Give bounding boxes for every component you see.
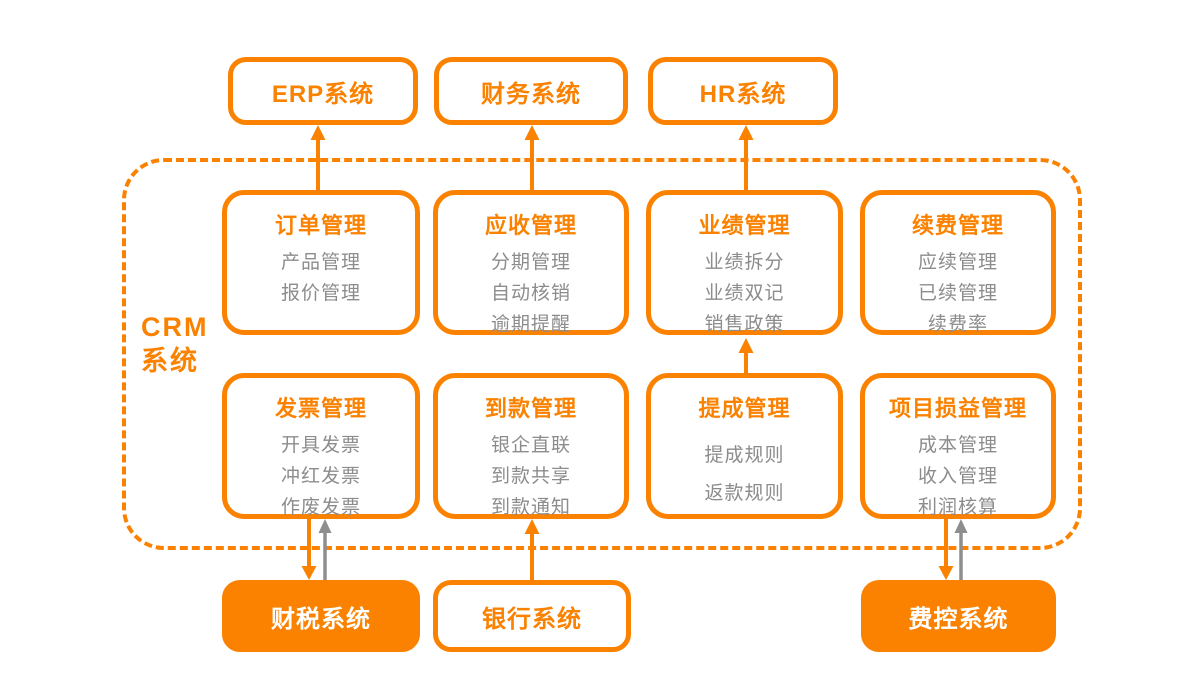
module-item: 自动核销	[490, 283, 571, 304]
module-title: 订单管理	[274, 213, 367, 238]
expense-control-system-label: 费控系统	[908, 605, 1009, 633]
erp-system-label: ERP系统	[271, 80, 375, 108]
module-item: 银企直联	[490, 435, 571, 456]
module-item: 应续管理	[917, 252, 998, 273]
module-title: 发票管理	[274, 396, 367, 421]
module-item: 分期管理	[490, 252, 571, 273]
module-invoice-management: 发票管理 开具发票 冲红发票 作废发票	[222, 373, 420, 519]
module-title: 业绩管理	[698, 213, 791, 238]
module-order-management: 订单管理 产品管理 报价管理	[222, 190, 420, 335]
module-performance-management: 业绩管理 业绩拆分 业绩双记 销售政策	[646, 190, 843, 335]
module-item: 利润核算	[917, 497, 998, 518]
erp-system-box: ERP系统	[228, 57, 418, 125]
module-item: 逾期提醒	[490, 314, 571, 335]
module-receivable-management: 应收管理 分期管理 自动核销 逾期提醒	[433, 190, 629, 335]
finance-system-label: 财务系统	[481, 80, 581, 108]
module-item: 返款规则	[704, 483, 785, 504]
module-item: 提成规则	[704, 445, 785, 466]
module-title: 提成管理	[698, 396, 791, 421]
bank-system-box: 银行系统	[433, 580, 631, 652]
module-item: 业绩拆分	[704, 252, 785, 273]
module-title: 到款管理	[484, 396, 577, 421]
module-item: 产品管理	[280, 252, 361, 273]
module-commission-management: 提成管理 提成规则 返款规则	[646, 373, 843, 519]
tax-system-box: 财税系统	[222, 580, 420, 652]
module-payment-management: 到款管理 银企直联 到款共享 到款通知	[433, 373, 629, 519]
module-item: 到款通知	[490, 497, 571, 518]
module-renewal-management: 续费管理 应续管理 已续管理 续费率	[860, 190, 1056, 335]
module-title: 应收管理	[484, 213, 577, 238]
module-item: 业绩双记	[704, 283, 785, 304]
module-item: 销售政策	[704, 314, 785, 335]
crm-label-line1: CRM	[141, 312, 209, 342]
finance-system-box: 财务系统	[434, 57, 628, 125]
crm-label-line2: 系统	[141, 346, 199, 376]
module-item: 作废发票	[280, 497, 361, 518]
hr-system-box: HR系统	[648, 57, 838, 125]
hr-system-label: HR系统	[699, 80, 787, 108]
crm-label: CRM 系统	[141, 310, 209, 378]
bank-system-label: 银行系统	[482, 605, 582, 633]
module-item: 冲红发票	[280, 466, 361, 487]
module-item: 收入管理	[917, 466, 998, 487]
module-item: 到款共享	[490, 466, 571, 487]
module-item: 报价管理	[280, 283, 361, 304]
tax-system-label: 财税系统	[271, 605, 371, 633]
module-title: 续费管理	[911, 213, 1004, 238]
module-item: 成本管理	[917, 435, 998, 456]
expense-control-system-box: 费控系统	[861, 580, 1056, 652]
module-item: 开具发票	[280, 435, 361, 456]
crm-boundary	[122, 158, 1082, 550]
module-title: 项目损益管理	[888, 396, 1027, 421]
module-item: 已续管理	[917, 283, 998, 304]
module-project-pnl-management: 项目损益管理 成本管理 收入管理 利润核算	[860, 373, 1056, 519]
module-item: 续费率	[927, 314, 988, 335]
